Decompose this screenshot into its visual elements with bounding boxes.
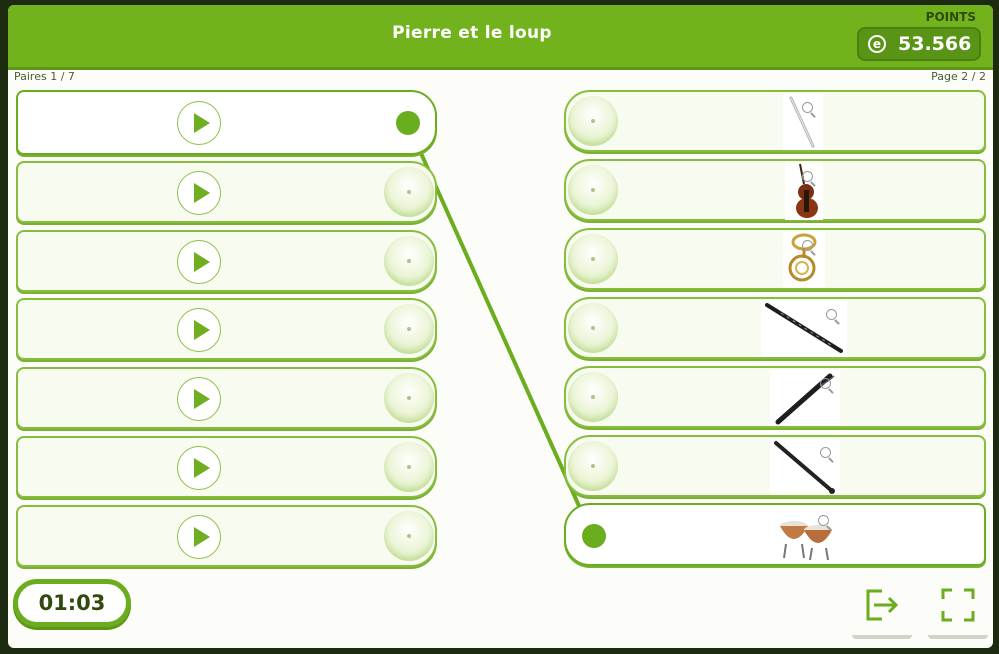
image-card-french-horn[interactable] <box>564 228 986 290</box>
image-card-bassoon[interactable] <box>564 366 986 428</box>
zoom-icon[interactable] <box>802 102 813 113</box>
exit-icon <box>866 589 899 621</box>
audio-card-5[interactable] <box>16 367 437 429</box>
timpani-icon[interactable] <box>776 508 836 564</box>
play-icon[interactable] <box>177 101 221 145</box>
connector-knob[interactable] <box>568 372 618 422</box>
connector-knob[interactable] <box>384 167 434 217</box>
timer: 01:03 <box>13 579 131 627</box>
connection-line <box>405 120 594 537</box>
points-value: 53.566 <box>898 33 972 55</box>
fullscreen-button[interactable] <box>928 577 988 639</box>
connector-knob[interactable] <box>384 442 434 492</box>
image-card-clarinet[interactable] <box>564 435 986 497</box>
connector-knob[interactable] <box>568 234 618 284</box>
coin-icon: e <box>868 35 886 53</box>
connector-knob[interactable] <box>384 236 434 286</box>
zoom-icon[interactable] <box>820 447 831 458</box>
connector-knob[interactable] <box>568 165 618 215</box>
audio-card-1[interactable] <box>16 90 437 155</box>
connector-dot[interactable] <box>582 524 606 548</box>
connection-lines <box>405 120 594 537</box>
fullscreen-icon <box>941 588 975 622</box>
connector-knob[interactable] <box>384 304 434 354</box>
audio-card-3[interactable] <box>16 230 437 292</box>
connector-knob[interactable] <box>568 303 618 353</box>
connector-dot[interactable] <box>396 111 420 135</box>
play-icon[interactable] <box>177 240 221 284</box>
zoom-icon[interactable] <box>818 515 829 526</box>
image-card-oboe[interactable] <box>564 297 986 359</box>
image-card-timpani[interactable] <box>564 503 986 566</box>
page-counter: Page 2 / 2 <box>931 70 986 83</box>
audio-card-7[interactable] <box>16 505 437 567</box>
exit-button[interactable] <box>852 577 912 639</box>
zoom-icon[interactable] <box>820 378 831 389</box>
zoom-icon[interactable] <box>826 309 837 320</box>
oboe-icon[interactable] <box>761 301 847 357</box>
game-title: Pierre et le loup <box>392 23 552 43</box>
image-card-violin[interactable] <box>564 159 986 221</box>
game-frame: Pierre et le loup POINTS e 53.566 Paires… <box>8 5 993 648</box>
play-icon[interactable] <box>177 446 221 490</box>
play-icon[interactable] <box>177 377 221 421</box>
zoom-icon[interactable] <box>802 171 813 182</box>
connector-knob[interactable] <box>568 441 618 491</box>
connector-knob[interactable] <box>384 373 434 423</box>
play-icon[interactable] <box>177 515 221 559</box>
audio-card-2[interactable] <box>16 161 437 223</box>
pairs-counter: Paires 1 / 7 <box>14 70 75 83</box>
audio-card-4[interactable] <box>16 298 437 360</box>
points-label: POINTS <box>925 10 976 24</box>
points-display: e 53.566 <box>857 27 981 61</box>
bassoon-icon[interactable] <box>770 370 840 426</box>
flute-icon[interactable] <box>783 94 823 150</box>
connector-knob[interactable] <box>568 96 618 146</box>
play-icon[interactable] <box>177 308 221 352</box>
zoom-icon[interactable] <box>802 240 813 251</box>
header-bar: Pierre et le loup POINTS e 53.566 <box>8 5 993 70</box>
clarinet-icon[interactable] <box>770 439 840 495</box>
play-icon[interactable] <box>177 171 221 215</box>
audio-card-6[interactable] <box>16 436 437 498</box>
image-card-flute[interactable] <box>564 90 986 152</box>
connector-knob[interactable] <box>384 511 434 561</box>
